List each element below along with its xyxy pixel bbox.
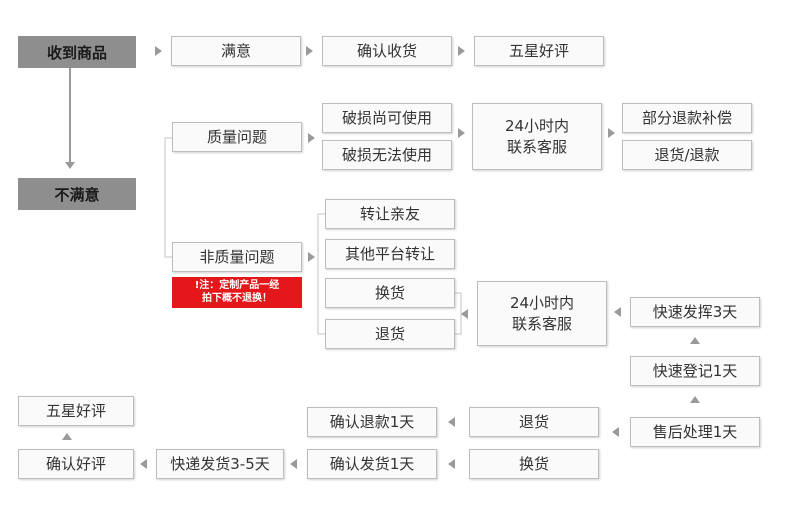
non-quality-issue-box: 非质量问题 <box>172 242 302 272</box>
arrow-left-icon <box>614 307 621 317</box>
arrow-left-icon <box>461 309 468 319</box>
arrow-right-icon <box>308 133 315 143</box>
ship-back-box: 快速发挥3天 <box>630 297 760 327</box>
exchange-process-box: 换货 <box>469 449 599 479</box>
final-five-star-box: 五星好评 <box>18 396 134 426</box>
arrow-left-icon <box>290 459 297 469</box>
bracket-quality-branches <box>164 137 172 258</box>
transfer-to-friend-box: 转让亲友 <box>325 199 455 229</box>
arrow-right-icon <box>306 46 313 56</box>
unsatisfied-label: 不满意 <box>18 178 136 210</box>
bracket-non-quality-options <box>317 213 325 335</box>
arrow-right-icon <box>458 128 465 138</box>
confirm-shipment-box: 确认发货1天 <box>307 449 437 479</box>
received-goods-label: 收到商品 <box>18 36 136 68</box>
exchange-option-box: 换货 <box>325 278 455 308</box>
arrow-up-icon <box>690 396 700 403</box>
confirm-refund-box: 确认退款1天 <box>307 407 437 437</box>
after-sales-processing-box: 售后处理1天 <box>630 417 760 447</box>
return-process-box: 退货 <box>469 407 599 437</box>
arrow-up-icon <box>62 433 72 440</box>
arrow-right-icon <box>608 128 615 138</box>
quality-issue-box: 质量问题 <box>172 122 302 152</box>
arrow-right-icon <box>458 46 465 56</box>
non-quality-service-contact-box: 24小时内 联系客服 <box>477 281 607 346</box>
damaged-unusable-box: 破损无法使用 <box>322 140 452 170</box>
register-box: 快速登记1天 <box>630 356 760 386</box>
arrow-right-icon <box>308 252 315 262</box>
arrow-right-icon <box>155 46 162 56</box>
damaged-usable-box: 破损尚可使用 <box>322 103 452 133</box>
custom-product-warning-note: !注：定制产品一经 拍下概不退换！ <box>172 277 302 308</box>
return-refund-box: 退货/退款 <box>622 140 752 170</box>
arrow-down-icon <box>65 162 75 169</box>
arrow-left-icon <box>612 427 619 437</box>
transfer-other-platform-box: 其他平台转让 <box>325 239 455 269</box>
express-shipping-box: 快递发货3-5天 <box>156 449 284 479</box>
confirm-review-box: 确认好评 <box>18 449 134 479</box>
five-star-review-box: 五星好评 <box>474 36 604 66</box>
confirm-receipt-box: 确认收货 <box>322 36 452 66</box>
arrow-up-icon <box>690 337 700 344</box>
partial-refund-box: 部分退款补偿 <box>622 103 752 133</box>
return-option-box: 退货 <box>325 319 455 349</box>
quality-service-contact-box: 24小时内 联系客服 <box>472 103 602 170</box>
arrow-left-icon <box>140 459 147 469</box>
arrow-left-icon <box>448 459 455 469</box>
arrow-left-icon <box>448 417 455 427</box>
satisfied-box: 满意 <box>171 36 301 66</box>
